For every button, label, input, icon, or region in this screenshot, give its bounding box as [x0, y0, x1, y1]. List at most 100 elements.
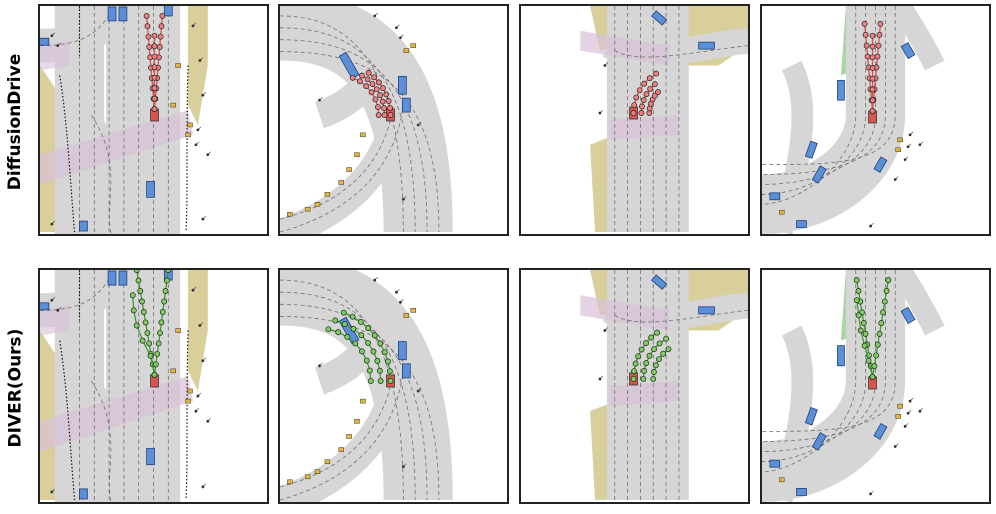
pedestrian-heading — [599, 375, 604, 380]
trajectory-point — [377, 340, 384, 347]
trajectory-point — [151, 85, 158, 92]
trajectory-point — [654, 329, 661, 336]
lane-line — [762, 270, 857, 473]
static-object — [354, 419, 360, 424]
row-label-diffusiondrive: DiffusionDrive — [0, 8, 30, 236]
trajectory-point — [374, 104, 381, 110]
vehicle-box — [79, 220, 88, 232]
row-label-text: DiffusionDrive — [5, 53, 26, 191]
trajectory-point — [639, 103, 645, 110]
trajectory-point — [145, 33, 152, 40]
static-object — [338, 447, 344, 452]
trajectory-point — [641, 367, 647, 374]
trajectory-point — [871, 363, 878, 370]
trajectory-point — [137, 288, 144, 294]
static-object — [338, 180, 344, 185]
static-object — [779, 477, 785, 483]
pedestrian-heading — [403, 196, 407, 200]
trajectory-point — [376, 367, 383, 374]
road-segment — [771, 325, 814, 502]
trajectory-line — [343, 312, 392, 382]
trajectory-point — [663, 335, 669, 342]
pedestrian-heading — [904, 423, 909, 427]
trajectory-point — [151, 106, 158, 113]
vehicle-box — [837, 79, 845, 101]
trajectory-point — [370, 348, 377, 355]
pedestrian-heading — [51, 488, 56, 493]
lane-line — [762, 270, 896, 432]
sidewalk — [188, 270, 208, 392]
crosswalk — [609, 115, 679, 140]
trajectory-point — [158, 23, 165, 30]
trajectory-point — [129, 292, 136, 299]
bev-map — [280, 270, 453, 502]
pedestrian-heading — [207, 418, 211, 422]
bev-map — [580, 270, 748, 500]
trajectory-point — [863, 42, 870, 49]
trajectory-point — [357, 78, 363, 85]
trajectory-point — [853, 297, 860, 304]
trajectory-point — [372, 96, 379, 103]
trajectory-point — [363, 83, 370, 90]
vehicle-box — [804, 406, 818, 426]
scene-panel-diffusiondrive-3 — [519, 4, 750, 236]
pedestrian-heading — [202, 483, 207, 488]
trajectory-point — [344, 333, 351, 340]
trajectory-point — [366, 367, 373, 374]
trajectory-point — [375, 79, 382, 86]
trajectory-point — [374, 357, 381, 364]
static-object — [324, 459, 331, 464]
trajectory-point — [665, 346, 672, 353]
vehicle-box — [401, 363, 411, 379]
trajectory-point — [869, 373, 876, 380]
vehicle-box — [651, 10, 668, 26]
pedestrian-heading — [197, 126, 202, 131]
static-object — [897, 137, 903, 143]
vehicle-box — [900, 42, 916, 60]
trajectory-point — [359, 348, 365, 355]
trajectory-point — [135, 277, 142, 284]
pedestrian-heading — [195, 141, 200, 145]
static-object — [185, 132, 191, 138]
trajectory-point — [869, 86, 876, 93]
pedestrian-heading — [202, 215, 207, 220]
vehicle-box — [873, 156, 888, 173]
lane-line — [614, 45, 748, 58]
static-object — [304, 206, 311, 212]
trajectory-point — [385, 358, 391, 365]
vehicle-box — [811, 165, 827, 184]
trajectory-point — [159, 12, 166, 19]
trajectory-point — [656, 340, 663, 347]
vehicle-box — [146, 448, 155, 466]
trajectory-point — [869, 75, 876, 82]
trajectory-point — [357, 318, 364, 325]
trajectory-point — [154, 350, 161, 357]
trajectory-point — [883, 287, 890, 294]
static-object — [346, 167, 352, 172]
trajectory-point — [371, 332, 378, 339]
trajectory-point — [651, 81, 658, 88]
vehicle-box — [698, 41, 715, 50]
trajectory-point — [632, 360, 639, 367]
pedestrian-heading — [904, 156, 909, 160]
pedestrian-heading — [199, 57, 204, 61]
static-object — [185, 398, 191, 404]
trajectory-point — [151, 64, 158, 71]
trajectory-point — [156, 44, 163, 50]
static-object — [895, 413, 901, 419]
lane-line — [280, 370, 404, 501]
trajectory-point — [373, 86, 380, 93]
trajectory-point — [146, 340, 153, 347]
lane-line — [280, 303, 428, 500]
trajectory-point — [377, 377, 384, 384]
bev-map — [580, 6, 748, 233]
bev-map — [762, 270, 945, 502]
trajectory-point — [660, 350, 667, 357]
pedestrian-heading — [417, 387, 422, 392]
crosswalk — [580, 30, 670, 66]
trajectory-point — [359, 72, 365, 79]
trajectory-point — [387, 105, 393, 111]
static-object — [287, 479, 293, 485]
pedestrian-heading — [192, 22, 197, 27]
trajectory-point — [869, 97, 876, 104]
